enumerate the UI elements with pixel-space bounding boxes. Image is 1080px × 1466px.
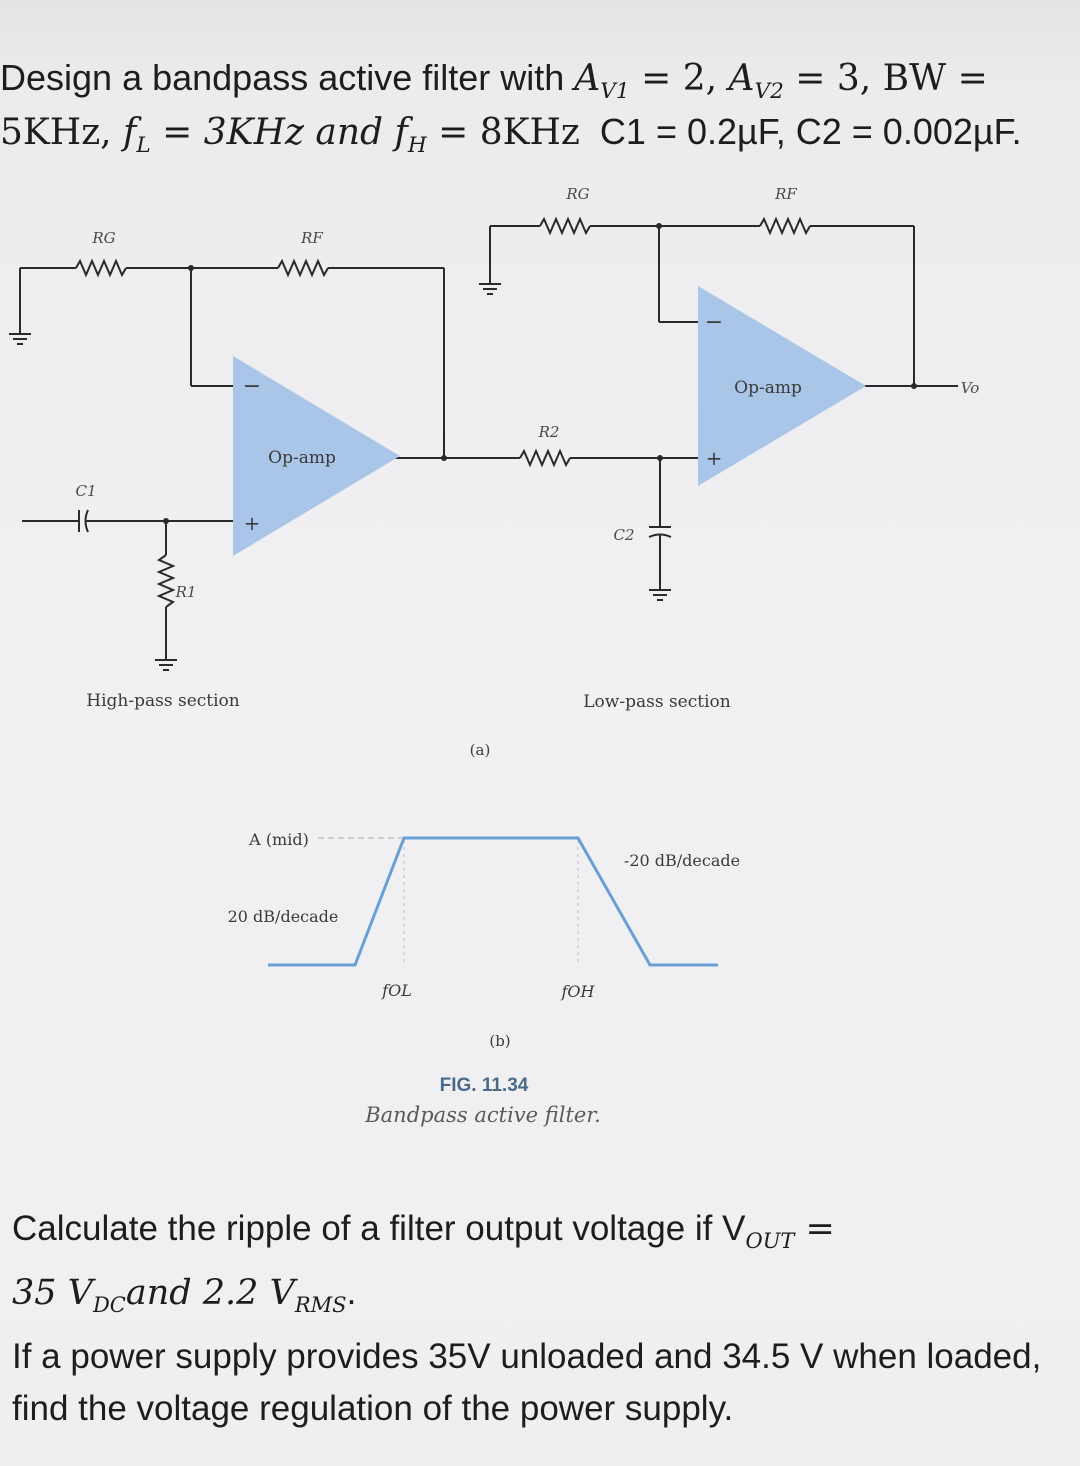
r1-label: R1 <box>175 583 197 601</box>
vdc-value: 35 V <box>12 1273 93 1313</box>
opamp-right <box>698 286 866 486</box>
low-pass-label: Low-pass section <box>583 692 730 712</box>
vout-subscript: OUT <box>745 1229 795 1253</box>
figure-a-label: (a) <box>470 741 491 759</box>
plus-sign-right: + <box>706 446 723 470</box>
av1-value: = 2, <box>629 58 729 99</box>
vo-label: Vo <box>961 379 980 397</box>
frequency-response-curve <box>268 836 718 967</box>
bw-value: 5KHz, <box>0 112 124 153</box>
minus-sign-right: − <box>705 310 723 335</box>
circuit-wires <box>9 216 958 671</box>
rg-right-label: RG <box>565 185 589 203</box>
figure-caption: Bandpass active filter. <box>364 1103 601 1127</box>
rg-left-label: RG <box>91 229 115 247</box>
resistor-rg-left <box>75 258 127 278</box>
rf-left-label: RF <box>300 229 323 247</box>
line-2-end: . <box>346 1273 357 1312</box>
figure-number: FIG. 11.34 <box>440 1075 529 1096</box>
vdc-subscript: DC <box>92 1293 126 1317</box>
fl-value: = 3KHz and <box>150 112 395 153</box>
problem-1-intro: Design a bandpass active filter with <box>0 57 575 98</box>
problem-2-line-4: find the voltage regulation of the power… <box>12 1389 734 1428</box>
resistor-rg-right <box>539 216 591 236</box>
fl-symbol: f <box>123 112 137 153</box>
resistor-r2 <box>519 448 571 468</box>
av2-bw-value: = 3, BW = <box>783 58 988 99</box>
av2-subscript: V2 <box>754 79 784 105</box>
capacitor-values: C1 = 0.2µF, C2 = 0.002µF. <box>599 111 1022 152</box>
av1-subscript: V1 <box>600 79 630 105</box>
opamp-left-label: Op-amp <box>268 448 336 468</box>
foh-label: fOH <box>561 982 596 1001</box>
fol-label: fOL <box>381 981 412 1000</box>
resistor-rf-right <box>759 216 811 236</box>
junction-dots <box>163 223 917 524</box>
equals-sign: = <box>794 1209 835 1249</box>
vrms-value: and 2.2 V <box>125 1273 295 1313</box>
a-mid-label: A (mid) <box>248 830 309 849</box>
plus-sign-left: + <box>244 511 261 535</box>
fl-subscript: L <box>136 133 151 159</box>
av2-symbol: A <box>728 58 755 99</box>
ripple-question: Calculate the ripple of a filter output … <box>12 1209 746 1248</box>
rf-right-label: RF <box>774 185 797 203</box>
slope-right-label: -20 dB/decade <box>624 851 740 870</box>
bandpass-figure: Op-amp Op-amp − + − + RG RF RG RF C1 R1 … <box>9 185 980 1127</box>
resistor-r1 <box>156 554 176 608</box>
fh-subscript: H <box>407 133 427 159</box>
minus-sign-left: − <box>243 374 261 399</box>
resistor-rf-left <box>277 258 329 278</box>
figure-b-label: (b) <box>489 1032 510 1050</box>
vrms-subscript: RMS <box>294 1293 347 1317</box>
problem-2: Calculate the ripple of a filter output … <box>12 1203 1041 1435</box>
fh-value: = 8KHz <box>426 112 580 153</box>
c2-label: C2 <box>613 526 634 544</box>
opamp-left <box>233 356 400 556</box>
problem-2-line-1: Calculate the ripple of a filter output … <box>12 1203 1041 1267</box>
problem-1-line-1: Design a bandpass active filter with AV1… <box>0 52 988 118</box>
c1-label: C1 <box>75 482 96 500</box>
r2-label: R2 <box>538 423 560 441</box>
problem-2-line-2: 35 VDCand 2.2 VRMS. <box>12 1267 1041 1331</box>
slope-left-label: 20 dB/decade <box>228 907 339 926</box>
high-pass-label: High-pass section <box>86 691 240 711</box>
fh-symbol: f <box>394 112 408 153</box>
opamp-right-label: Op-amp <box>734 378 802 398</box>
problem-2-line-3: If a power supply provides 35V unloaded … <box>12 1337 1042 1376</box>
av1-symbol: A <box>574 58 601 99</box>
problem-1-line-2: 5KHz, fL = 3KHz and fH = 8KHz C1 = 0.2µF… <box>0 106 1022 172</box>
